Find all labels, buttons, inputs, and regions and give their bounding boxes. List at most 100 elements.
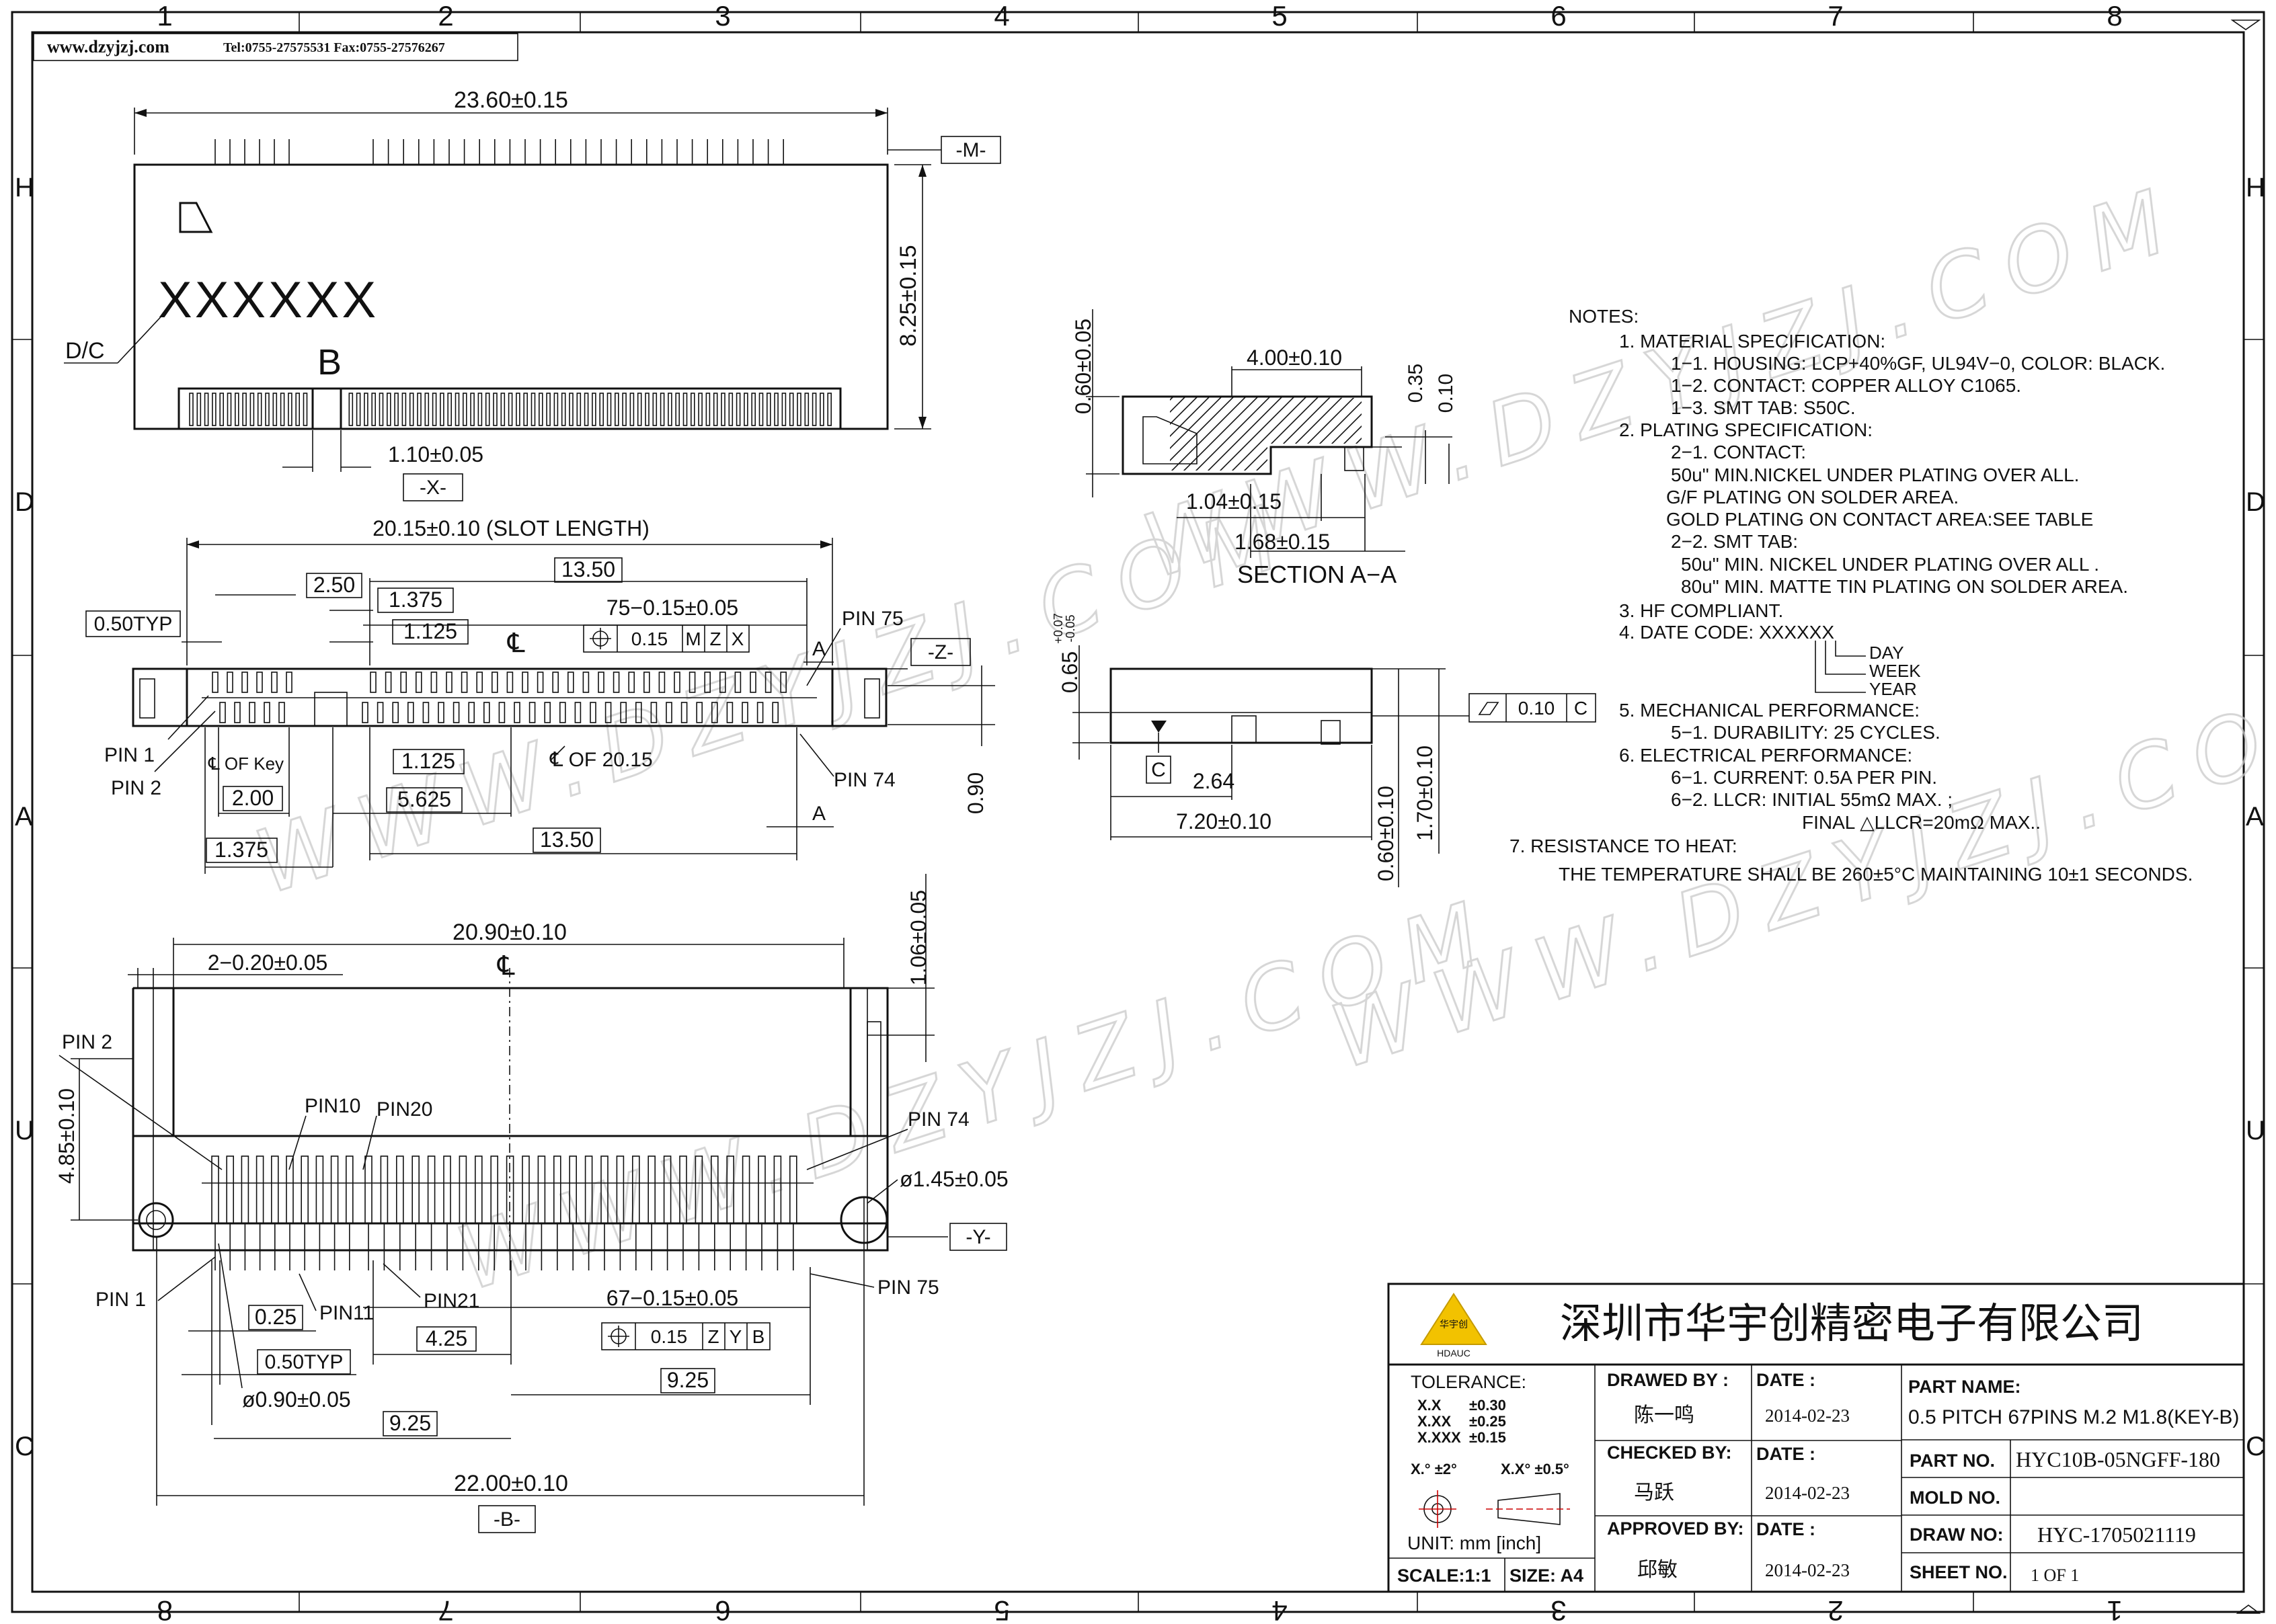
- dim-1-375-top: 1.375: [389, 587, 442, 612]
- dim-2-00: 2.00: [232, 786, 274, 810]
- svg-text:4. DATE CODE: XXXXXX: 4. DATE CODE: XXXXXX: [1619, 622, 1834, 643]
- pad-pin-bottom: [249, 702, 256, 723]
- section-hatch-line: [1170, 397, 1250, 471]
- bottom-view: ℄ 20.90±0.10 2−0.20±0.05 1.06±0.05 4.85±…: [54, 874, 1009, 1533]
- pad-pin-bottom: [574, 702, 582, 723]
- pad-pin-top: [704, 672, 711, 693]
- drawn-by-name: 陈一鸣: [1634, 1404, 1694, 1426]
- pad-pin-bottom: [362, 702, 368, 723]
- svg-text:±0.30: ±0.30: [1469, 1397, 1506, 1414]
- datum-z: -Z-: [928, 641, 953, 663]
- svg-text:DATE :: DATE :: [1756, 1370, 1815, 1390]
- svg-text:±0.25: ±0.25: [1469, 1413, 1506, 1430]
- svg-text:X: X: [732, 628, 744, 649]
- pad-pin-top: [567, 672, 574, 693]
- svg-text:THE TEMPERATURE SHALL BE 2: THE TEMPERATURE SHALL BE 260±5°C MAINTAI…: [1559, 864, 2193, 885]
- slot-contact: [758, 393, 764, 426]
- bottom-pin-body: [427, 1155, 436, 1224]
- slot-contact: [356, 393, 361, 426]
- slot-contact: [394, 393, 399, 426]
- section-dim-1-04: 1.04±0.15: [1186, 489, 1282, 514]
- slot-contact: [614, 393, 619, 426]
- slot-contact: [424, 393, 430, 426]
- svg-text:7. RESISTANCE TO HEAT:: 7. RESISTANCE TO HEAT:: [1509, 836, 1737, 856]
- svg-text:4: 4: [994, 0, 1009, 32]
- dim-5-625: 5.625: [397, 787, 451, 811]
- bottom-pin20-label: PIN20: [377, 1098, 432, 1121]
- svg-text:1: 1: [2107, 1595, 2122, 1624]
- slot-contact: [280, 393, 285, 426]
- pad-pin-bottom: [544, 702, 551, 723]
- svg-text:2: 2: [1828, 1595, 1843, 1624]
- pin74-label-pad: PIN 74: [834, 769, 896, 791]
- bottom-pin2-label: PIN 2: [62, 1031, 112, 1053]
- slot-contact: [827, 393, 832, 426]
- pin75-label: PIN 75: [842, 608, 904, 630]
- svg-text:6−2. LLCR: INITIAL 55mΩ MA: 6−2. LLCR: INITIAL 55mΩ MAX. ;: [1671, 789, 1953, 810]
- date-checked: 2014-02-23: [1765, 1483, 1850, 1503]
- bottom-pin-body: [330, 1155, 339, 1224]
- pad-pin-top: [227, 672, 233, 693]
- slot-contact: [728, 393, 734, 426]
- section-hatch-line: [1170, 397, 1214, 471]
- svg-text:1. MATERIAL SPECIFICATION:: 1. MATERIAL SPECIFICATION:: [1619, 331, 1885, 352]
- pad-pin-bottom: [726, 702, 734, 723]
- centerline-symbol: ℄: [507, 628, 525, 658]
- bottom-hole-dim: ø1.45±0.05: [900, 1167, 1009, 1191]
- bottom-dim-9-25-left: 9.25: [389, 1411, 431, 1435]
- scale-label: SCALE:1:1: [1397, 1566, 1491, 1586]
- slot-contact: [592, 393, 596, 426]
- size-label: SIZE: A4: [1509, 1566, 1583, 1586]
- slot-contact: [485, 393, 490, 426]
- date-code-leaders: [1815, 641, 1866, 693]
- sheet-no: 1 OF 1: [2031, 1566, 2079, 1585]
- draw-no-label: DRAW NO:: [1910, 1525, 2003, 1545]
- slot-contact: [691, 393, 695, 426]
- svg-text:X.XXX: X.XXX: [1417, 1429, 1461, 1446]
- draw-no: HYC-1705021119: [2037, 1522, 2196, 1547]
- slot-contact: [242, 393, 247, 426]
- slot-contact: [645, 393, 650, 426]
- dim-050typ: 0.50TYP: [94, 613, 173, 635]
- svg-text:1−1. HOUSING: LCP+40%GF, UL: 1−1. HOUSING: LCP+40%GF, UL94V−0, COLOR:…: [1671, 353, 2165, 374]
- website-text: www.dzyjzj.com: [47, 37, 169, 56]
- svg-text:G/F PLATING ON SOLDER AREA: G/F PLATING ON SOLDER AREA.: [1666, 487, 1959, 508]
- svg-text:Z: Z: [707, 1326, 719, 1347]
- pad-pin-top: [689, 672, 696, 693]
- slot-contact: [781, 393, 787, 426]
- svg-text:X.X° ±0.5°: X.X° ±0.5°: [1501, 1461, 1569, 1477]
- bottom-pin-body: [315, 1155, 324, 1224]
- slot-contact: [189, 393, 194, 426]
- slot-contact: [272, 393, 278, 426]
- pad-pin-bottom: [756, 702, 764, 723]
- slot-contact: [432, 393, 437, 426]
- svg-text:±0.15: ±0.15: [1469, 1429, 1506, 1446]
- date-code-mark: XXXXXX: [158, 272, 379, 329]
- projection-symbol-icon: [1419, 1490, 1570, 1528]
- svg-text:5: 5: [994, 1595, 1009, 1624]
- svg-text:U: U: [15, 1116, 34, 1145]
- slot-contact: [531, 393, 536, 426]
- datum-b: -B-: [494, 1508, 520, 1531]
- slot-contact: [637, 393, 642, 426]
- section-a-mark-bottom: A: [812, 803, 826, 825]
- bottom-dim-4-85: 4.85±0.10: [54, 1088, 79, 1184]
- dim-13-50-bottom: 13.50: [540, 827, 594, 852]
- side-dim-7-20: 7.20±0.10: [1176, 809, 1271, 834]
- bottom-pin21-label: PIN21: [424, 1290, 479, 1312]
- svg-text:DATE :: DATE :: [1756, 1519, 1815, 1539]
- bottom-pin-body: [256, 1155, 264, 1224]
- slot-contact: [576, 393, 582, 426]
- slot-contact: [705, 393, 711, 426]
- slot-contact: [820, 393, 824, 426]
- pad-pin-top: [461, 672, 468, 693]
- svg-text:2−2. SMT TAB:: 2−2. SMT TAB:: [1671, 531, 1798, 552]
- slot-contact: [379, 393, 384, 426]
- slot-contact: [797, 393, 801, 426]
- bottom-pin-body: [380, 1155, 389, 1224]
- svg-text:D: D: [2246, 487, 2265, 517]
- pad-pin-top: [241, 672, 248, 693]
- pad-pin-bottom: [742, 702, 748, 723]
- slot-contact: [523, 393, 528, 426]
